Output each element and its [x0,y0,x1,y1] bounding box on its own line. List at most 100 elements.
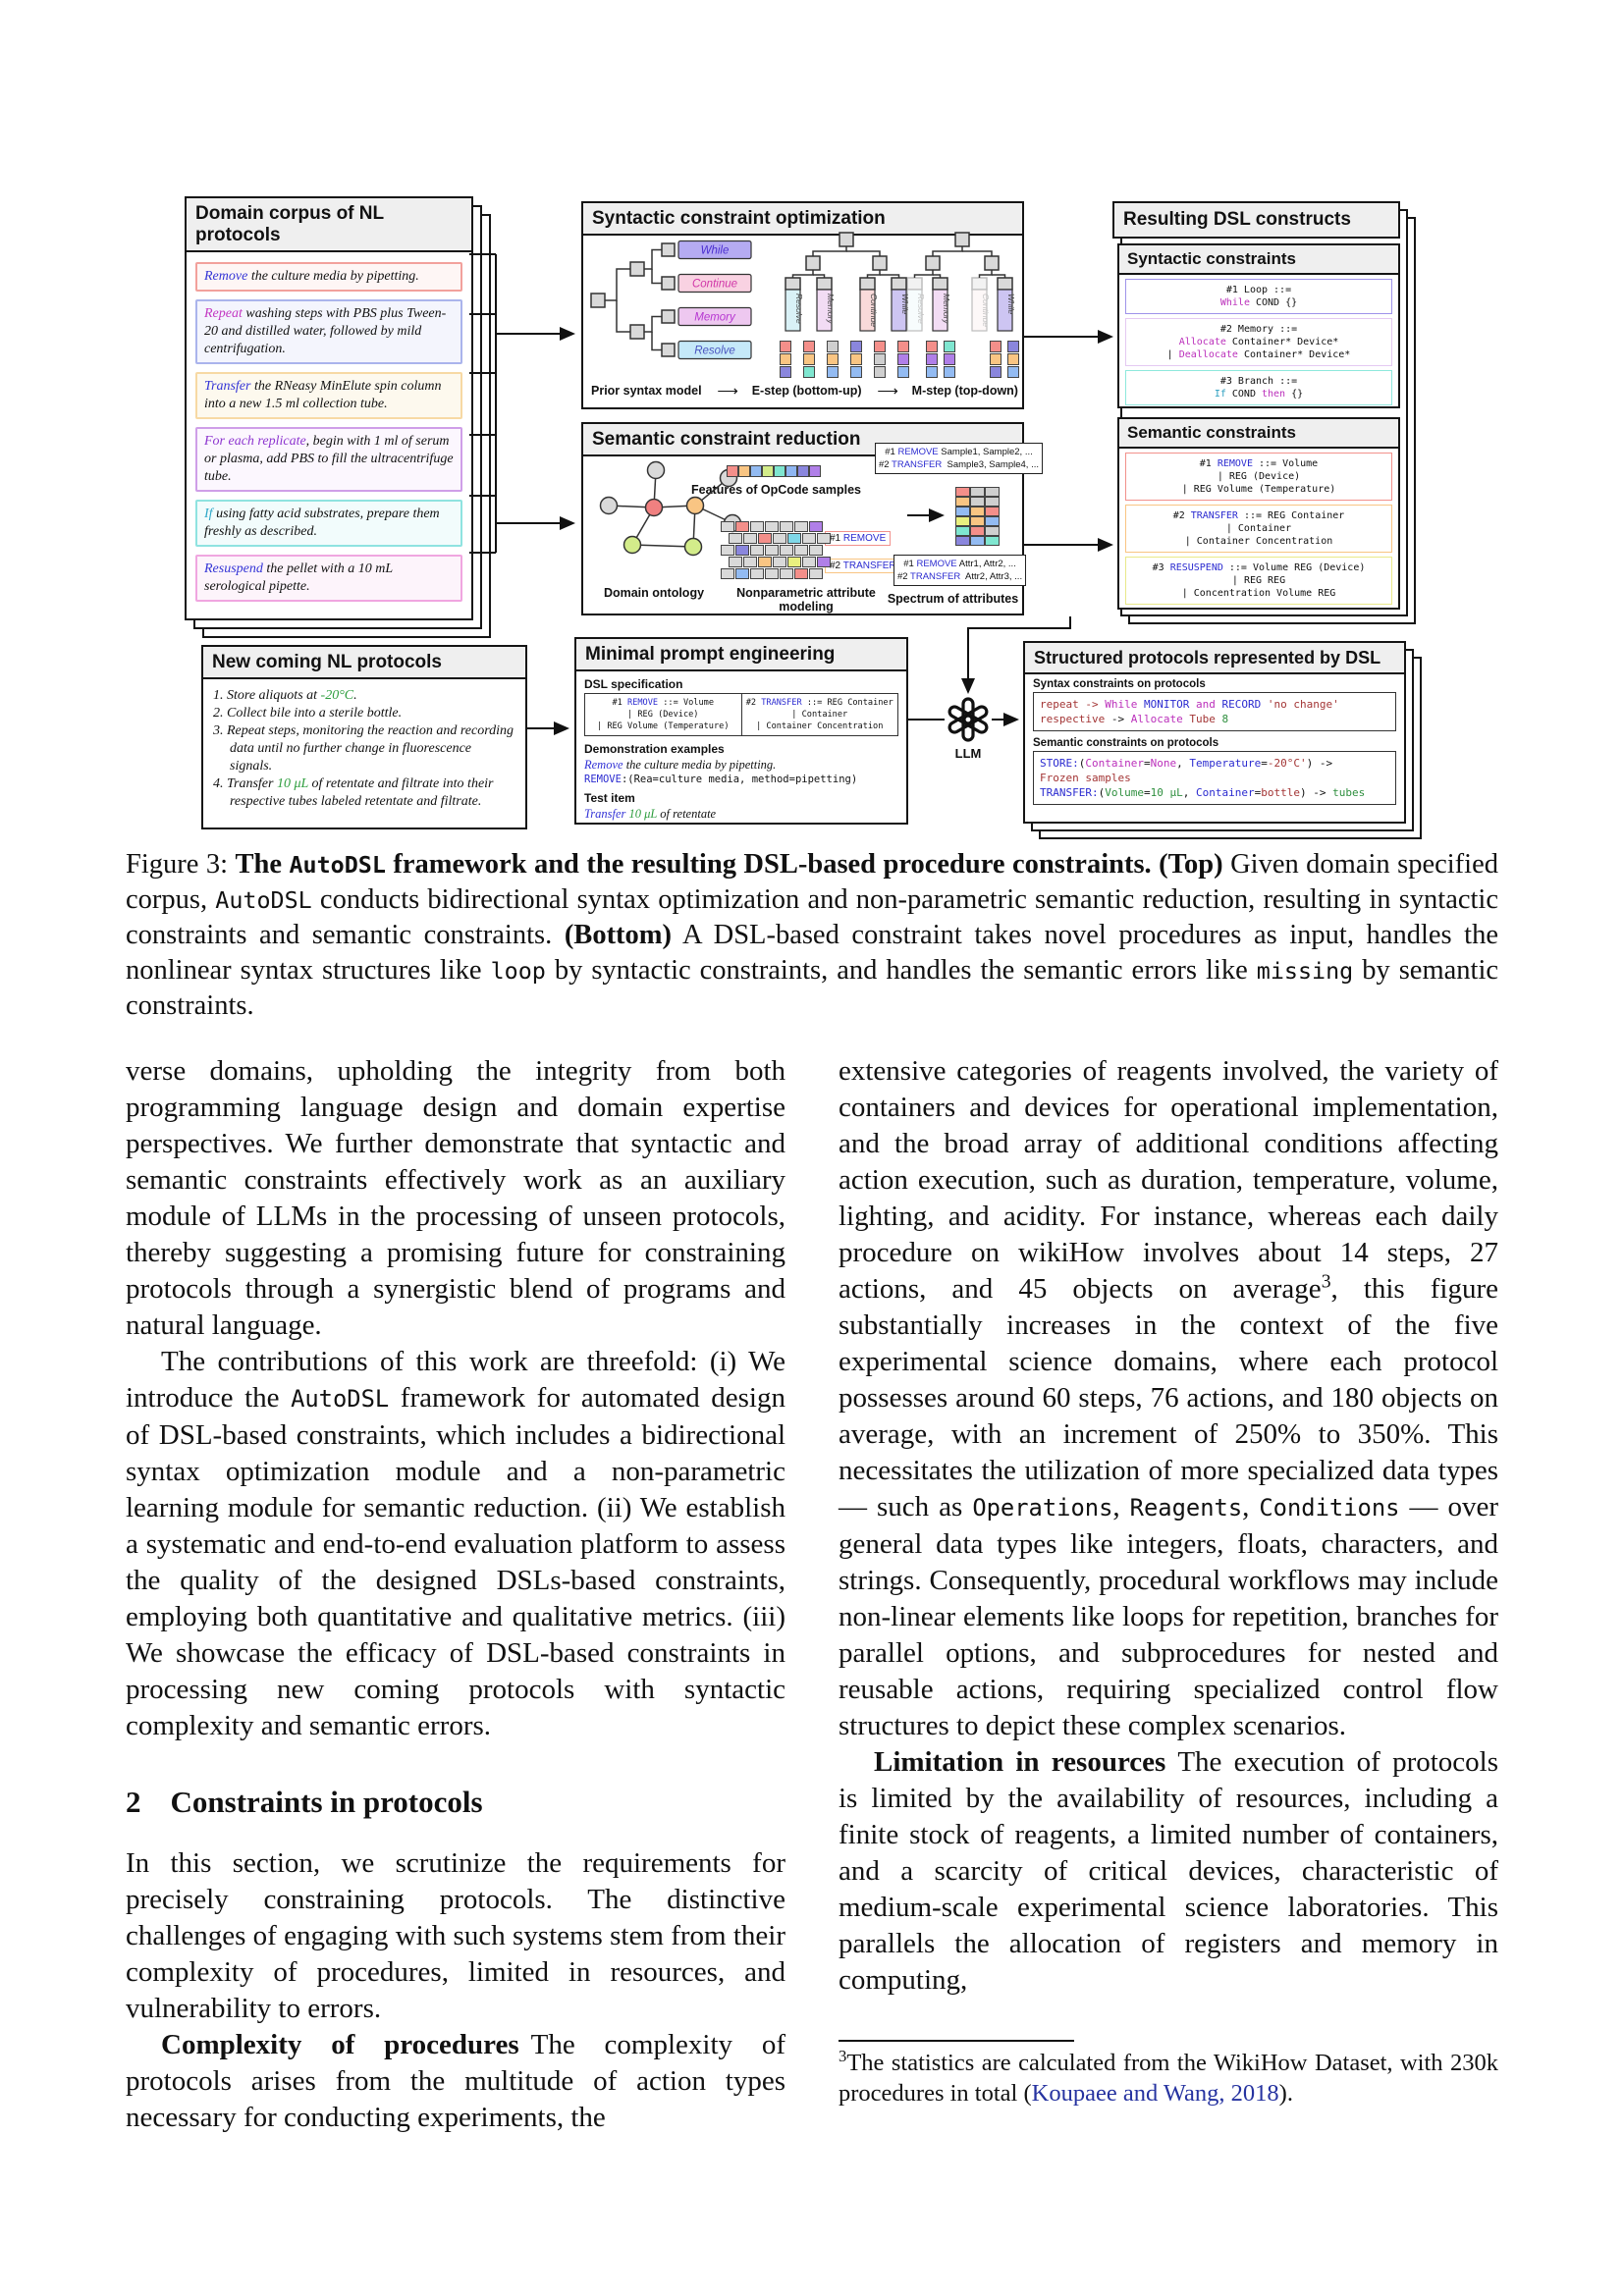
semantic-constraints-code: STORE:(Container=None, Temperature=-20°C… [1033,751,1396,805]
spectrum-label: Spectrum of attributes [887,592,1019,606]
leaf-memory: Memory [694,312,736,324]
m-step-bar-label: Continue [981,294,991,327]
stage-label-estep: E-step (bottom-up) [751,384,862,398]
prior-syntax-tree: While Continue Memory Resolve [590,240,752,360]
right-column: extensive categories of reagents involve… [839,1053,1498,2136]
structured-protocols-title: Structured protocols represented by DSL [1025,643,1404,674]
prompt-engineering-box: Minimal prompt engineering DSL specifica… [574,637,908,825]
footnote[interactable]: 3The statistics are calculated from the … [839,2046,1498,2107]
demo-nl-sentence: Remove the culture media by pipetting. [584,758,777,772]
protocol-step: 1. Store aliquots at -20°C. [213,688,357,703]
tag-transfer: #2 TRANSFER [825,559,901,573]
m-step-attribute-stacks [905,341,1021,379]
spectrum-grid [955,484,1000,546]
leaf-continue: Continue [692,279,737,291]
syntactic-rule-memory: #2 Memory ::=Allocate Container* Device*… [1125,318,1392,366]
spec-transfer: #2 TRANSFER ::= REG Container| Container… [745,698,893,731]
syntactic-constraints-title: Syntactic constraints [1119,245,1398,275]
corpus-item: For each replicate, begin with 1 ml of s… [195,427,462,492]
corpus-item: Repeat washing steps with PBS plus Tween… [195,299,462,364]
e-step-tree: Resolve Memory Continue While [785,232,910,332]
e-step-bar-label: Resolve [794,294,804,324]
protocol-step: 2. Collect bile into a sterile bottle. [213,706,403,721]
stage-label-prior: Prior syntax model [591,384,702,398]
test-item-label: Test item [584,791,635,805]
corpus-item: Transfer the RNeasy MinElute spin column… [195,372,462,419]
leaf-resolve: Resolve [694,346,735,357]
semantic-constraints-title: Semantic constraints [1119,419,1398,449]
corpus-item: If using fatty acid substrates, prepare … [195,500,462,547]
figure-3: Domain corpus of NL protocols Remove the… [126,133,1498,839]
paragraph: The contributions of this work are three… [126,1346,785,1741]
paragraph: In this section, we scrutinize the requi… [126,1847,785,2024]
new-protocols-title: New coming NL protocols [203,647,525,679]
e-step-bar-label: Continue [869,294,879,327]
leaf-while: While [701,245,730,257]
m-step-bar-label: While [1006,294,1016,315]
tag-remove: #1 REMOVE [825,531,892,546]
semantic-constraints-label: Semantic constraints on protocols [1033,737,1219,749]
resulting-dsl-title: Resulting DSL constructs [1112,201,1400,239]
semantic-constraints-box: Semantic constraints #1 REMOVE ::= Volum… [1117,417,1400,610]
stage-arrow-icon: ⟶ [877,383,897,400]
semantic-rule-resuspend: #3 RESUSPEND ::= Volume REG (Device)| RE… [1125,557,1392,605]
domain-ontology-label: Domain ontology [603,586,705,600]
syntax-constraints-code: repeat -> While MONITOR and RECORD 'no c… [1033,692,1396,731]
corpus-item: Remove the culture media by pipetting. [195,262,462,292]
m-step-bar-label: Memory [942,294,951,324]
semantic-rule-transfer: #2 TRANSFER ::= REG Container| Container… [1125,505,1392,553]
attr-stack [850,341,863,379]
demo-dsl-code: REMOVE:(Rea=culture media, method=pipett… [584,774,858,785]
dsl-specification-label: DSL specification [584,677,683,691]
attr-stack [780,341,792,379]
m-step-diagram: Resolve Memory Continue While [905,231,1021,379]
llm-icon [947,697,989,742]
structured-protocols-box: Structured protocols represented by DSL … [1023,641,1406,824]
corpus-item: Resuspend the pellet with a 10 mL serolo… [195,555,462,602]
prompt-engineering-title: Minimal prompt engineering [576,639,906,671]
domain-corpus-box: Domain corpus of NL protocols Remove the… [185,196,473,620]
footnote-rule [839,2040,1074,2042]
left-column: verse domains, upholding the integrity f… [126,1053,785,2136]
figure-caption: Figure 3: The AutoDSL framework and the … [126,849,1499,1021]
dsl-specification-code: #1 REMOVE ::= Volume| REG (Device)| REG … [584,693,898,736]
opcode-features-label: Features of OpCode samples [691,483,861,497]
stage-label-mstep: M-step (top-down) [911,384,1018,398]
syntactic-rule-loop: #1 Loop ::=While COND {} [1125,279,1392,314]
attr-stack [944,341,956,379]
e-step-bar-label: While [900,294,910,315]
llm-module: LLM [943,696,994,761]
e-step-diagram: Resolve Memory Continue While [774,231,921,379]
attr-stack [1007,341,1020,379]
paragraph: verse domains, upholding the integrity f… [126,1055,785,1341]
attribute-modeling-grid [721,519,832,579]
opcode-feature-strip [727,464,821,482]
m-step-tree: Resolve Memory Continue While [906,232,1016,332]
syntactic-constraints-box: Syntactic constraints #1 Loop ::=While C… [1117,243,1400,408]
demo-examples-label: Demonstration examples [584,742,725,756]
attr-stack [926,341,939,379]
new-protocols-box: New coming NL protocols 1. Store aliquot… [201,645,527,829]
attribute-modeling-label: Nonparametric attribute modeling [736,586,876,614]
stage-labels: Prior syntax model ⟶ E-step (bottom-up) … [591,382,1018,400]
attr-stack [897,341,910,379]
protocol-step: 4. Transfer 10 μL of retentate and filtr… [213,776,494,809]
attr-stack [874,341,887,379]
body-columns: verse domains, upholding the integrity f… [126,1053,1498,2136]
attributes-note: #1 REMOVE Attr1, Attr2, ...#2 TRANSFER A… [893,555,1027,586]
llm-label: LLM [954,746,982,761]
domain-corpus-title: Domain corpus of NL protocols [187,198,471,252]
m-step-bar-label: Resolve [916,294,926,324]
new-protocols-list: 1. Store aliquots at -20°C. 2. Collect b… [203,679,525,819]
e-step-bar-label: Memory [826,294,836,324]
syntactic-optimization-title: Syntactic constraint optimization [583,203,1022,236]
attr-stack [803,341,816,379]
syntax-constraints-label: Syntax constraints on protocols [1033,678,1206,690]
semantic-rule-remove: #1 REMOVE ::= Volume| REG (Device)| REG … [1125,453,1392,501]
spec-remove: #1 REMOVE ::= Volume| REG (Device)| REG … [585,694,742,735]
opcode-samples-note: #1 REMOVE Sample1, Sample2, ...#2 TRANSF… [875,443,1043,474]
